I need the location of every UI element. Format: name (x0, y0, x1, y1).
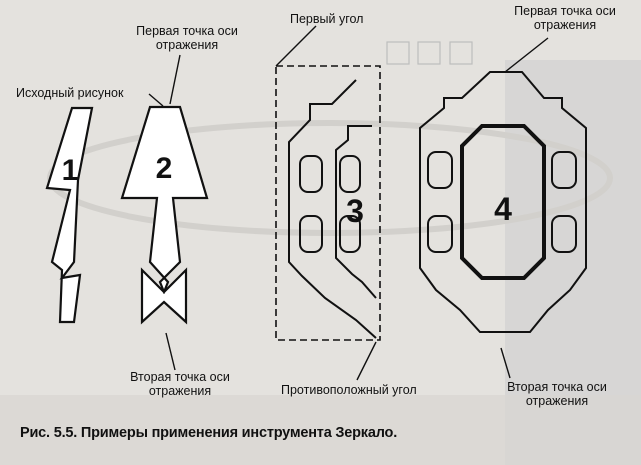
label-second-axis-point-bottom-line1: Вторая точка оси (130, 370, 230, 384)
figure-3-number: 3 (346, 193, 364, 229)
label-opposite-corner: Противоположный угол (281, 383, 417, 397)
label-first-axis-point-right: Первая точка оси отражения (500, 4, 630, 32)
label-first-axis-point-top-line2: отражения (155, 38, 219, 52)
label-first-corner: Первый угол (290, 12, 364, 26)
figure-2-number: 2 (156, 152, 173, 185)
figure-3-shape (288, 79, 377, 339)
label-first-axis-point-right-line1: Первая точка оси (514, 4, 616, 18)
label-first-axis-point-top: Первая точка оси отражения (122, 24, 252, 52)
caption-prefix: Рис. 5.5. (20, 425, 78, 441)
label-second-axis-point-right-line1: Вторая точка оси (507, 380, 607, 394)
figure-caption: Рис. 5.5. Примеры применения инструмента… (20, 425, 397, 441)
caption-text: Примеры применения инструмента (77, 425, 336, 441)
label-first-axis-point-top-line1: Первая точка оси (136, 24, 238, 38)
label-first-axis-point-right-line2: отражения (533, 18, 597, 32)
scan-shadow-bottom (0, 395, 641, 465)
label-second-axis-point-bottom-line2: отражения (148, 384, 212, 398)
caption-tool-name: Зеркало. (335, 425, 398, 441)
leader-lines (148, 25, 549, 381)
figure-3-selection-frame (275, 65, 381, 341)
figure-1-source-shape (45, 106, 94, 324)
label-second-axis-point-bottom: Вторая точка оси отражения (110, 370, 250, 398)
figure-4-number: 4 (494, 191, 512, 227)
figure-1-number: 1 (62, 154, 79, 187)
figure-4-symmetric-shape (419, 71, 587, 333)
figure-2-mirrored-shape (120, 105, 209, 325)
label-second-axis-point-right: Вторая точка оси отражения (492, 380, 622, 408)
label-source-figure: Исходный рисунок (16, 86, 124, 100)
bleed-through-blocks (386, 41, 473, 65)
label-second-axis-point-right-line2: отражения (525, 394, 589, 408)
